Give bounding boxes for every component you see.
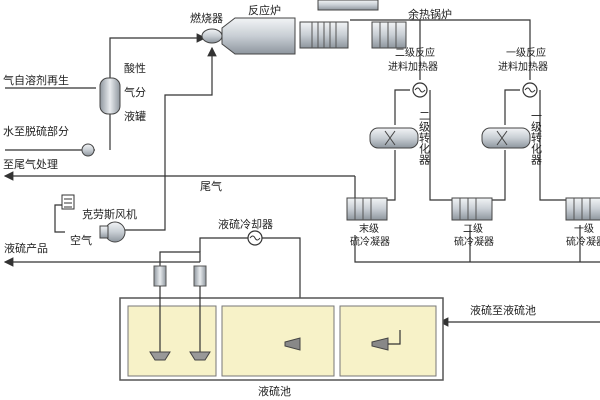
label-final-cond-2: 硫冷凝器 xyxy=(350,235,390,248)
label-to-desulfur: 水至脱硫部分 xyxy=(3,124,69,138)
claus-blower xyxy=(99,221,126,243)
pump-riser-1 xyxy=(159,251,201,270)
boiler-to-reheater1 xyxy=(410,19,531,80)
sulfur-condenser-1st-top xyxy=(371,21,407,49)
pit-liquid-1 xyxy=(127,305,217,377)
label-converter2: 二级转化器 xyxy=(418,110,431,166)
label-solvent-regen: 气自溶剂再生 xyxy=(3,73,69,87)
label-reaction-furnace: 反应炉 xyxy=(248,3,281,17)
label-sour-drum-2: 气分 xyxy=(124,85,146,99)
sulfur-pit xyxy=(119,297,444,381)
sour-gas-drum xyxy=(99,77,121,115)
air-inlet-line xyxy=(54,204,65,233)
cooler-line xyxy=(199,237,248,252)
label-tail-gas: 尾气 xyxy=(200,179,222,193)
label-claus-blower: 克劳斯风机 xyxy=(82,207,137,221)
converter1-to-cond2 xyxy=(485,150,506,201)
label-converter1: 一级转化器 xyxy=(530,110,543,166)
submerged-pump-1 xyxy=(149,265,171,361)
label-cond1-1: 一级 xyxy=(574,223,594,235)
label-final-cond-1: 末级 xyxy=(359,222,379,235)
reheater-1 xyxy=(522,82,538,98)
blower-to-burner-line xyxy=(125,46,217,231)
feed-gas-line xyxy=(109,33,207,78)
reheater2-to-converter2 xyxy=(394,89,410,125)
burner xyxy=(201,28,223,44)
label-sulfur-to-pit: 液硫至液硫池 xyxy=(470,303,536,317)
reheater-2 xyxy=(412,82,428,98)
label-sour-drum-3: 液罐 xyxy=(124,109,146,123)
converter-1 xyxy=(481,127,531,149)
label-reheater1-line1: 一级反应 xyxy=(506,46,546,59)
waste-heat-boiler xyxy=(299,0,379,49)
air-filter xyxy=(61,194,75,210)
pit-nozzle-2 xyxy=(284,337,301,351)
label-air: 空气 xyxy=(70,233,92,247)
label-reheater2-line2: 进料加热器 xyxy=(388,60,438,73)
reaction-furnace xyxy=(221,17,296,55)
label-cond1-2: 硫冷凝器 xyxy=(566,235,600,248)
label-cond2-1: 二级 xyxy=(463,223,483,235)
drum-pump xyxy=(81,143,95,157)
label-sulfur-pit: 液硫池 xyxy=(258,384,291,398)
converter2-to-final-cond xyxy=(370,150,396,201)
label-sour-drum-1: 酸性 xyxy=(124,61,146,75)
cond2-to-reheater2 xyxy=(429,90,455,201)
label-sulfur-cooler: 液硫冷却器 xyxy=(218,217,273,231)
liquid-sulfur-cooler xyxy=(247,230,263,246)
label-waste-heat-boiler: 余热锅炉 xyxy=(408,7,452,21)
condensate-header xyxy=(354,235,600,263)
label-cond2-2: 硫冷凝器 xyxy=(454,235,494,248)
pit-nozzle-3 xyxy=(371,330,401,351)
cond1-to-reheater1 xyxy=(539,90,570,201)
label-reheater2-line1: 二级反应 xyxy=(395,46,435,59)
reheater1-to-converter1 xyxy=(504,89,520,125)
label-sulfur-product: 液硫产品 xyxy=(4,241,48,255)
label-reheater1-line2: 进料加热器 xyxy=(498,60,548,73)
label-burner: 燃烧器 xyxy=(190,11,223,25)
pit-liquid-2 xyxy=(221,305,335,377)
submerged-pump-2 xyxy=(189,265,211,361)
sulfur-condenser-2 xyxy=(451,197,493,221)
sulfur-condenser-1 xyxy=(565,197,600,221)
converter-2 xyxy=(369,127,419,149)
final-sulfur-condenser xyxy=(346,197,388,221)
label-to-tail-gas: 至尾气处理 xyxy=(3,157,58,171)
